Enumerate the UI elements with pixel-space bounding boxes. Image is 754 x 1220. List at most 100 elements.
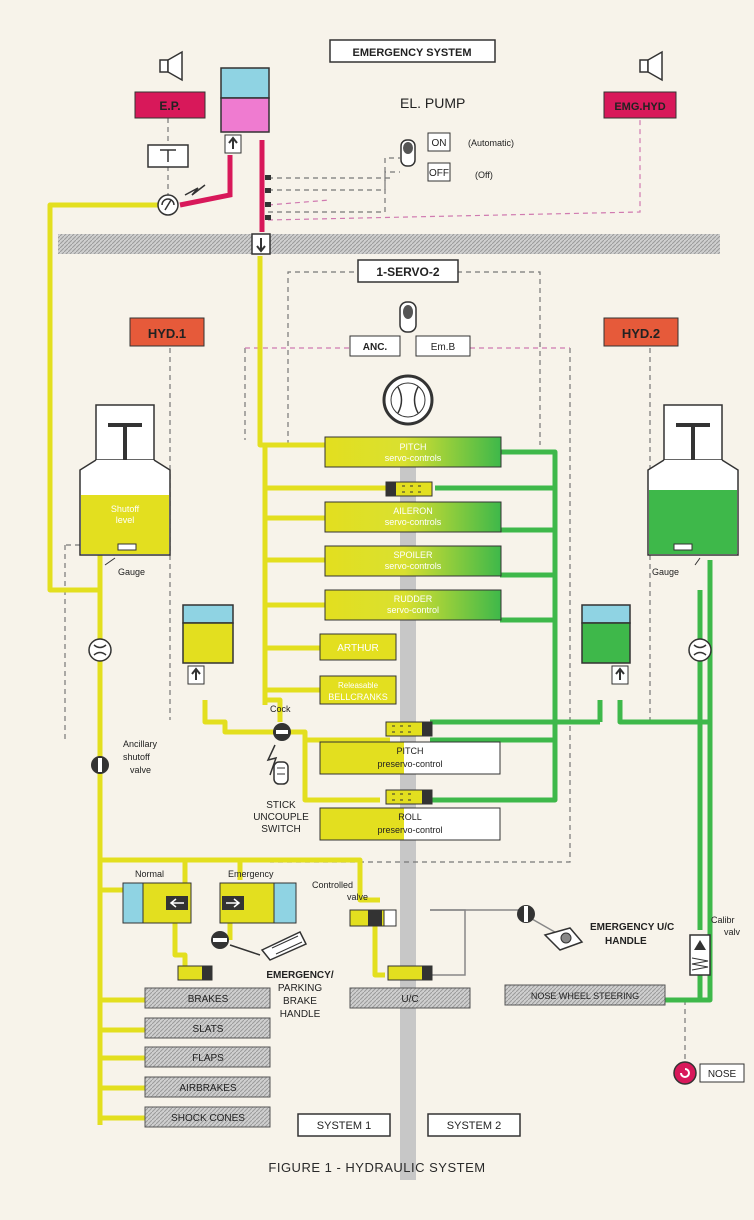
uc-valve-icon: [387, 965, 433, 981]
mechanical-lines: [430, 909, 561, 976]
brakes-valve-icon: [177, 965, 213, 981]
el-pump-switch[interactable]: EL. PUMP ON OFF (Automatic) (Off): [400, 95, 514, 182]
svg-text:UNCOUPLE: UNCOUPLE: [253, 812, 309, 823]
consumer-flaps: FLAPS: [144, 1046, 271, 1068]
aileron-valve-icon: [385, 481, 433, 497]
releasable-bellcranks: Releasable BELLCRANKS: [319, 675, 397, 705]
emergency-pipes: [179, 140, 265, 232]
svg-text:NOSE WHEEL STEERING: NOSE WHEEL STEERING: [531, 991, 639, 1001]
svg-text:HANDLE: HANDLE: [280, 1009, 321, 1020]
shutoff-label: Shutoff: [111, 504, 140, 514]
horn-icon-left: [159, 50, 183, 82]
cock-valve: Cock: [270, 704, 291, 741]
arthur-unit: ARTHUR: [319, 633, 397, 661]
normal-label: Normal: [135, 869, 164, 879]
svg-text:Ancillary: Ancillary: [123, 739, 158, 749]
calibrated-valve: [689, 934, 711, 976]
on-label: ON: [432, 138, 447, 149]
parking-brake-valve: [211, 931, 261, 956]
svg-text:shutoff: shutoff: [123, 752, 150, 762]
svg-text:EMG.HYD: EMG.HYD: [614, 101, 665, 113]
svg-text:ROLL: ROLL: [398, 812, 422, 822]
nose-indicator: NOSE: [673, 1061, 745, 1085]
connector-dots: [265, 175, 271, 220]
gauge-label-1: Gauge: [118, 567, 145, 577]
svg-text:SWITCH: SWITCH: [261, 824, 300, 835]
consumer-slats: SLATS: [144, 1017, 271, 1039]
svg-text:BRAKES: BRAKES: [188, 994, 229, 1005]
svg-text:ARTHUR: ARTHUR: [337, 643, 378, 654]
firewall-band: [58, 234, 720, 254]
emb-label: Em.B: [431, 342, 456, 353]
svg-text:SYSTEM 2: SYSTEM 2: [447, 1120, 501, 1132]
calib-label-2: valv: [724, 927, 741, 937]
hyd2-warning-light: HYD.2: [603, 317, 679, 347]
emergency-uc-handle-icon[interactable]: [543, 927, 584, 951]
svg-text:HYD.2: HYD.2: [622, 326, 660, 341]
controlled-valve: [349, 909, 397, 927]
servo-rudder: RUDDER servo-control: [324, 589, 502, 621]
accumulator-system1: [182, 604, 234, 685]
gauge-label-2: Gauge: [652, 567, 679, 577]
preservo-roll: ROLL preservo-control: [319, 807, 501, 841]
pump-icon-system2: [688, 638, 712, 662]
horn-icon-right: [639, 50, 663, 82]
servo-selector-switch[interactable]: 1-SERVO-2 ANC. Em.B: [349, 259, 471, 357]
svg-text:servo-controls: servo-controls: [385, 517, 442, 527]
emergency-uc-label: EMERGENCY U/C: [590, 922, 674, 933]
svg-text:STICK: STICK: [266, 800, 296, 811]
emergency-title: EMERGENCY SYSTEM: [329, 39, 496, 63]
pump-icon-system1: [88, 638, 112, 662]
normal-brake-valve: [122, 882, 192, 924]
svg-text:SYSTEM 1: SYSTEM 1: [317, 1120, 371, 1132]
parking-brake-handle-icon[interactable]: [260, 931, 308, 961]
svg-text:AIRBRAKES: AIRBRAKES: [179, 1083, 237, 1094]
svg-text:E.P.: E.P.: [159, 99, 180, 113]
svg-text:BELLCRANKS: BELLCRANKS: [328, 692, 388, 702]
emergency-signal-lines: [245, 118, 641, 349]
off-label: OFF: [429, 168, 449, 179]
svg-text:AILERON: AILERON: [393, 506, 433, 516]
svg-text:Releasable: Releasable: [338, 681, 379, 690]
svg-text:servo-control: servo-control: [387, 605, 439, 615]
svg-text:PARKING: PARKING: [278, 983, 322, 994]
svg-text:servo-controls: servo-controls: [385, 561, 442, 571]
automatic-note: (Automatic): [468, 138, 514, 148]
svg-text:valve: valve: [130, 765, 151, 775]
servo-indicator-icon: [382, 374, 434, 426]
el-pump-label: EL. PUMP: [400, 95, 465, 111]
system1-pipes: [47, 202, 395, 1125]
controlled-valve-label-2: valve: [347, 892, 368, 902]
svg-text:preservo-control: preservo-control: [377, 759, 442, 769]
svg-text:FLAPS: FLAPS: [192, 1053, 224, 1064]
roll-preservo-valve-icon: [385, 789, 433, 805]
emergency-uc-valve: [517, 905, 535, 923]
consumer-shock-cones: SHOCK CONES: [144, 1106, 271, 1128]
servo-selector-label: 1-SERVO-2: [376, 265, 439, 279]
accumulator-system2: [581, 604, 631, 685]
reservoir-system1: Shutoff level Gauge: [79, 404, 171, 577]
controlled-valve-label: Controlled: [312, 880, 353, 890]
consumer-uc: U/C: [349, 987, 471, 1009]
svg-text:SLATS: SLATS: [193, 1024, 224, 1035]
system2-label: SYSTEM 2: [427, 1113, 521, 1137]
preservo-pitch: PITCH preservo-control: [319, 741, 501, 775]
pressure-switch: [147, 144, 189, 168]
svg-text:RUDDER: RUDDER: [394, 594, 433, 604]
reservoir-system2: Gauge: [647, 404, 739, 577]
servo-spoiler: SPOILER servo-controls: [324, 545, 502, 577]
svg-text:EMERGENCY/: EMERGENCY/: [266, 970, 333, 981]
stick-uncouple-switch: STICK UNCOUPLE SWITCH: [253, 744, 309, 835]
anc-label: ANC.: [363, 342, 388, 353]
parking-brake-label: EMERGENCY/ PARKING BRAKE HANDLE: [266, 970, 333, 1020]
svg-text:SHOCK CONES: SHOCK CONES: [171, 1113, 245, 1124]
system1-label: SYSTEM 1: [297, 1113, 391, 1137]
svg-text:PITCH: PITCH: [400, 442, 427, 452]
level-label: level: [116, 515, 135, 525]
off-note: (Off): [475, 170, 493, 180]
svg-text:servo-controls: servo-controls: [385, 453, 442, 463]
svg-text:BRAKE: BRAKE: [283, 996, 317, 1007]
check-valve-icon: [251, 233, 271, 255]
svg-text:EMERGENCY SYSTEM: EMERGENCY SYSTEM: [353, 47, 472, 59]
